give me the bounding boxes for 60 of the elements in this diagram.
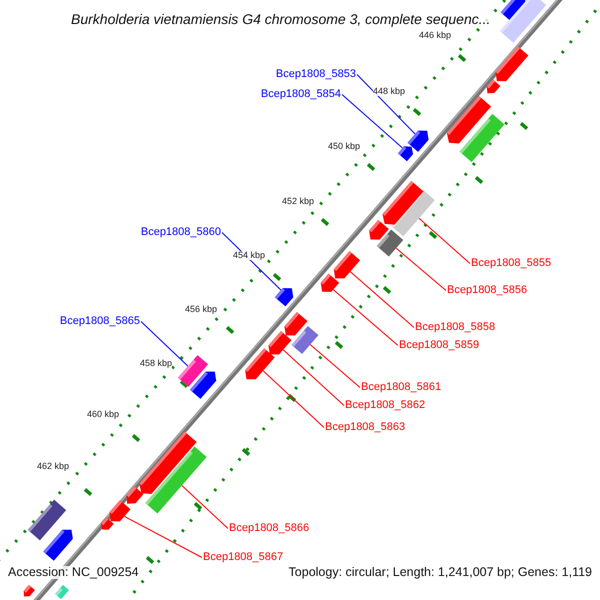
leader-line — [350, 271, 414, 328]
leader-line — [124, 516, 202, 558]
footer-text: Accession: NC_009254 — [8, 566, 139, 578]
tick-label: 458 kbp — [140, 359, 172, 368]
gene-name-label: Bcep1808_5854 — [260, 89, 341, 100]
gene-feature — [284, 312, 308, 336]
leader-line — [262, 370, 324, 428]
gene-feature — [43, 530, 73, 561]
gene-name-label: Bcep1808_5865 — [60, 316, 140, 327]
leader-line — [332, 289, 398, 346]
gene-name-label: Bcep1808_5858 — [415, 322, 496, 333]
gene-name-label: Bcep1808_5867 — [203, 552, 284, 563]
gene-feature — [500, 0, 546, 43]
gene-name-label: Bcep1808_5860 — [140, 227, 221, 238]
tick-label: 446 kbp — [419, 31, 452, 40]
gene-name-label: Bcep1808_5855 — [471, 258, 552, 269]
gene-feature — [486, 79, 500, 94]
gene-feature — [460, 114, 504, 162]
leader-line — [396, 248, 446, 291]
gene-feature — [334, 251, 360, 278]
gene-feature — [139, 431, 197, 494]
gene-feature — [408, 130, 429, 152]
gene-name-label: Bcep1808_5863 — [325, 422, 406, 433]
leader-line — [342, 94, 403, 149]
map-title: Burkholderia vietnamiensis G4 chromosome 3, complete sequenc... — [71, 12, 490, 26]
leader-line — [356, 74, 416, 134]
tick-label: 448 kbp — [373, 87, 406, 96]
gene-feature — [382, 180, 424, 225]
tick-label: 450 kbp — [328, 142, 360, 151]
tick-label: 456 kbp — [185, 305, 218, 314]
tick-label: 454 kbp — [233, 251, 266, 260]
tick-label: 460 kbp — [87, 410, 120, 419]
tick-label: 452 kbp — [282, 197, 314, 206]
gene-name-label: Bcep1808_5866 — [229, 523, 310, 534]
gene-feature — [274, 288, 294, 306]
gene-feature — [369, 220, 389, 240]
gene-feature — [100, 517, 114, 530]
leader-line — [140, 321, 188, 367]
gene-name-label: Bcep1808_5856 — [447, 285, 528, 296]
gene-name-label: Bcep1808_5859 — [399, 340, 480, 351]
gene-feature — [398, 146, 414, 162]
gene-feature — [109, 500, 130, 522]
leader-line — [418, 218, 470, 264]
gene-name-label: Bcep1808_5861 — [361, 382, 442, 393]
gene-feature — [24, 584, 35, 597]
leader-line — [222, 232, 282, 291]
gene-name-label: Bcep1808_5862 — [345, 400, 426, 411]
tick-label: 462 kbp — [37, 462, 70, 471]
gene-feature — [245, 348, 275, 380]
leader-line — [310, 344, 360, 388]
gene-feature — [126, 486, 144, 504]
gene-feature — [496, 46, 528, 82]
gene-feature — [55, 584, 69, 600]
leader-line — [181, 484, 228, 529]
footer-text: Topology: circular; Length: 1,241,007 bp; Genes: 1,119 — [288, 566, 592, 578]
gene-name-label: Bcep1808_5853 — [276, 69, 356, 80]
leader-line — [282, 349, 344, 406]
gene-feature — [268, 330, 292, 354]
gene-feature — [320, 274, 340, 292]
gene-feature — [190, 372, 216, 399]
